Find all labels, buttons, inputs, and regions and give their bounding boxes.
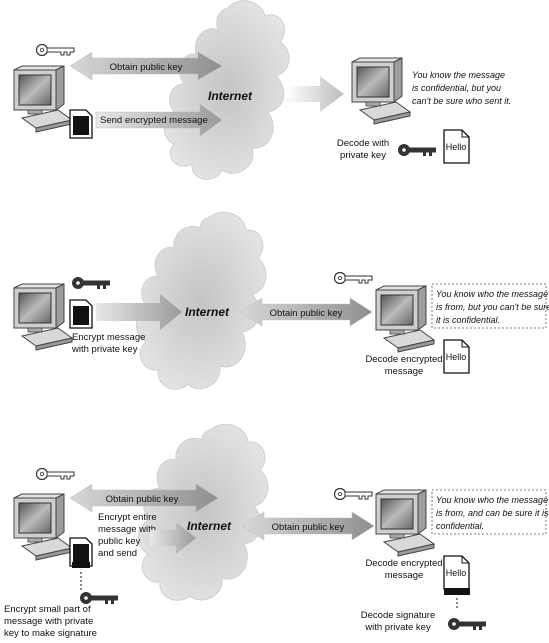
internet-label: Internet: [185, 305, 230, 319]
note-line-3: can't be sure who sent it.: [412, 96, 511, 106]
scenario-3: Internet Obtain public key Encrypt entir…: [4, 423, 549, 639]
note-line-2: is confidential, but you: [412, 83, 501, 93]
decode-sig-label-2: with private key: [364, 622, 431, 633]
encrypted-document-icon: [69, 537, 93, 567]
private-key-icon: [80, 592, 118, 604]
note-line-1: You know who the message: [436, 289, 548, 299]
internet-label: Internet: [208, 89, 253, 103]
private-key-icon: [448, 618, 486, 630]
recipient-computer: [351, 57, 411, 125]
sign-label-3: key to make signature: [4, 628, 97, 639]
sender-computer: [13, 65, 73, 133]
note-box: [431, 489, 547, 535]
note-box: [431, 283, 547, 329]
note-line-2: is from, and can be sure it is: [436, 508, 549, 518]
obtain-public-key-right-arrow: [241, 511, 375, 541]
public-key-icon: [333, 271, 373, 285]
encrypted-document-icon: [69, 109, 93, 139]
internet-cloud: [164, 0, 290, 180]
encrypt-label-4: and send: [98, 548, 137, 559]
recipient-computer: [375, 285, 435, 353]
decode-sig-label-1: Decode signature: [361, 610, 435, 621]
obtain-public-key-right-label: Obtain public key: [272, 522, 345, 533]
sign-label-2: message with private: [4, 616, 93, 627]
decode-label-2: message: [385, 570, 424, 581]
scenario-1: Internet Obtain public key Send encrypte…: [13, 0, 511, 180]
note-line-2: is from, but you can't be sure: [436, 302, 549, 312]
recipient-computer: [375, 489, 435, 557]
hello-text: Hello: [446, 568, 467, 578]
decode-label-2: private key: [340, 150, 386, 161]
send-encrypted-label: Send encrypted message: [100, 115, 208, 126]
decode-label-1: Decode with: [337, 138, 389, 149]
public-key-icon: [333, 487, 373, 501]
obtain-public-key-label: Obtain public key: [270, 308, 343, 319]
public-key-icon: [35, 43, 75, 57]
decode-label-1: Decode encrypted: [365, 354, 442, 365]
send-encrypted-arrow: [95, 103, 223, 137]
encrypt-label-2: with private key: [71, 344, 138, 355]
hello-text: Hello: [446, 142, 467, 152]
decode-label-1: Decode encrypted: [365, 558, 442, 569]
sender-computer: [13, 493, 73, 561]
scenario-2: Internet Encrypt message with private ke…: [13, 211, 549, 390]
private-key-icon: [398, 144, 436, 156]
decode-label-2: message: [385, 366, 424, 377]
send-arrow: [96, 294, 182, 330]
obtain-public-key-arrow: [239, 297, 373, 327]
note-line-1: You know the message: [412, 70, 505, 80]
encrypt-label-1: Encrypt entire: [98, 512, 157, 523]
note-line-3: confidential.: [436, 521, 484, 531]
hello-text: Hello: [446, 352, 467, 362]
internet-cloud: [138, 423, 269, 601]
encrypt-label-2: message with: [98, 524, 156, 535]
internet-cloud: [136, 211, 267, 390]
sender-computer: [13, 283, 73, 351]
outgoing-arrow: [286, 76, 344, 112]
obtain-public-key-arrow: [69, 51, 223, 81]
signature-bar: [72, 562, 90, 568]
encrypt-label-1: Encrypt message: [72, 332, 145, 343]
obtain-public-key-left-arrow: [69, 483, 219, 513]
send-arrow: [150, 522, 196, 554]
note-line-3: it is confidential.: [436, 315, 500, 325]
private-key-icon: [72, 277, 110, 289]
obtain-public-key-left-label: Obtain public key: [106, 494, 179, 505]
obtain-public-key-label: Obtain public key: [110, 62, 183, 73]
note-line-1: You know who the message: [436, 495, 548, 505]
signature-bar: [444, 588, 470, 595]
encrypted-document-icon: [69, 299, 93, 329]
encrypt-label-3: public key: [98, 536, 140, 547]
sign-label-1: Encrypt small part of: [4, 604, 91, 615]
internet-label: Internet: [187, 519, 232, 533]
public-key-icon: [35, 467, 75, 481]
